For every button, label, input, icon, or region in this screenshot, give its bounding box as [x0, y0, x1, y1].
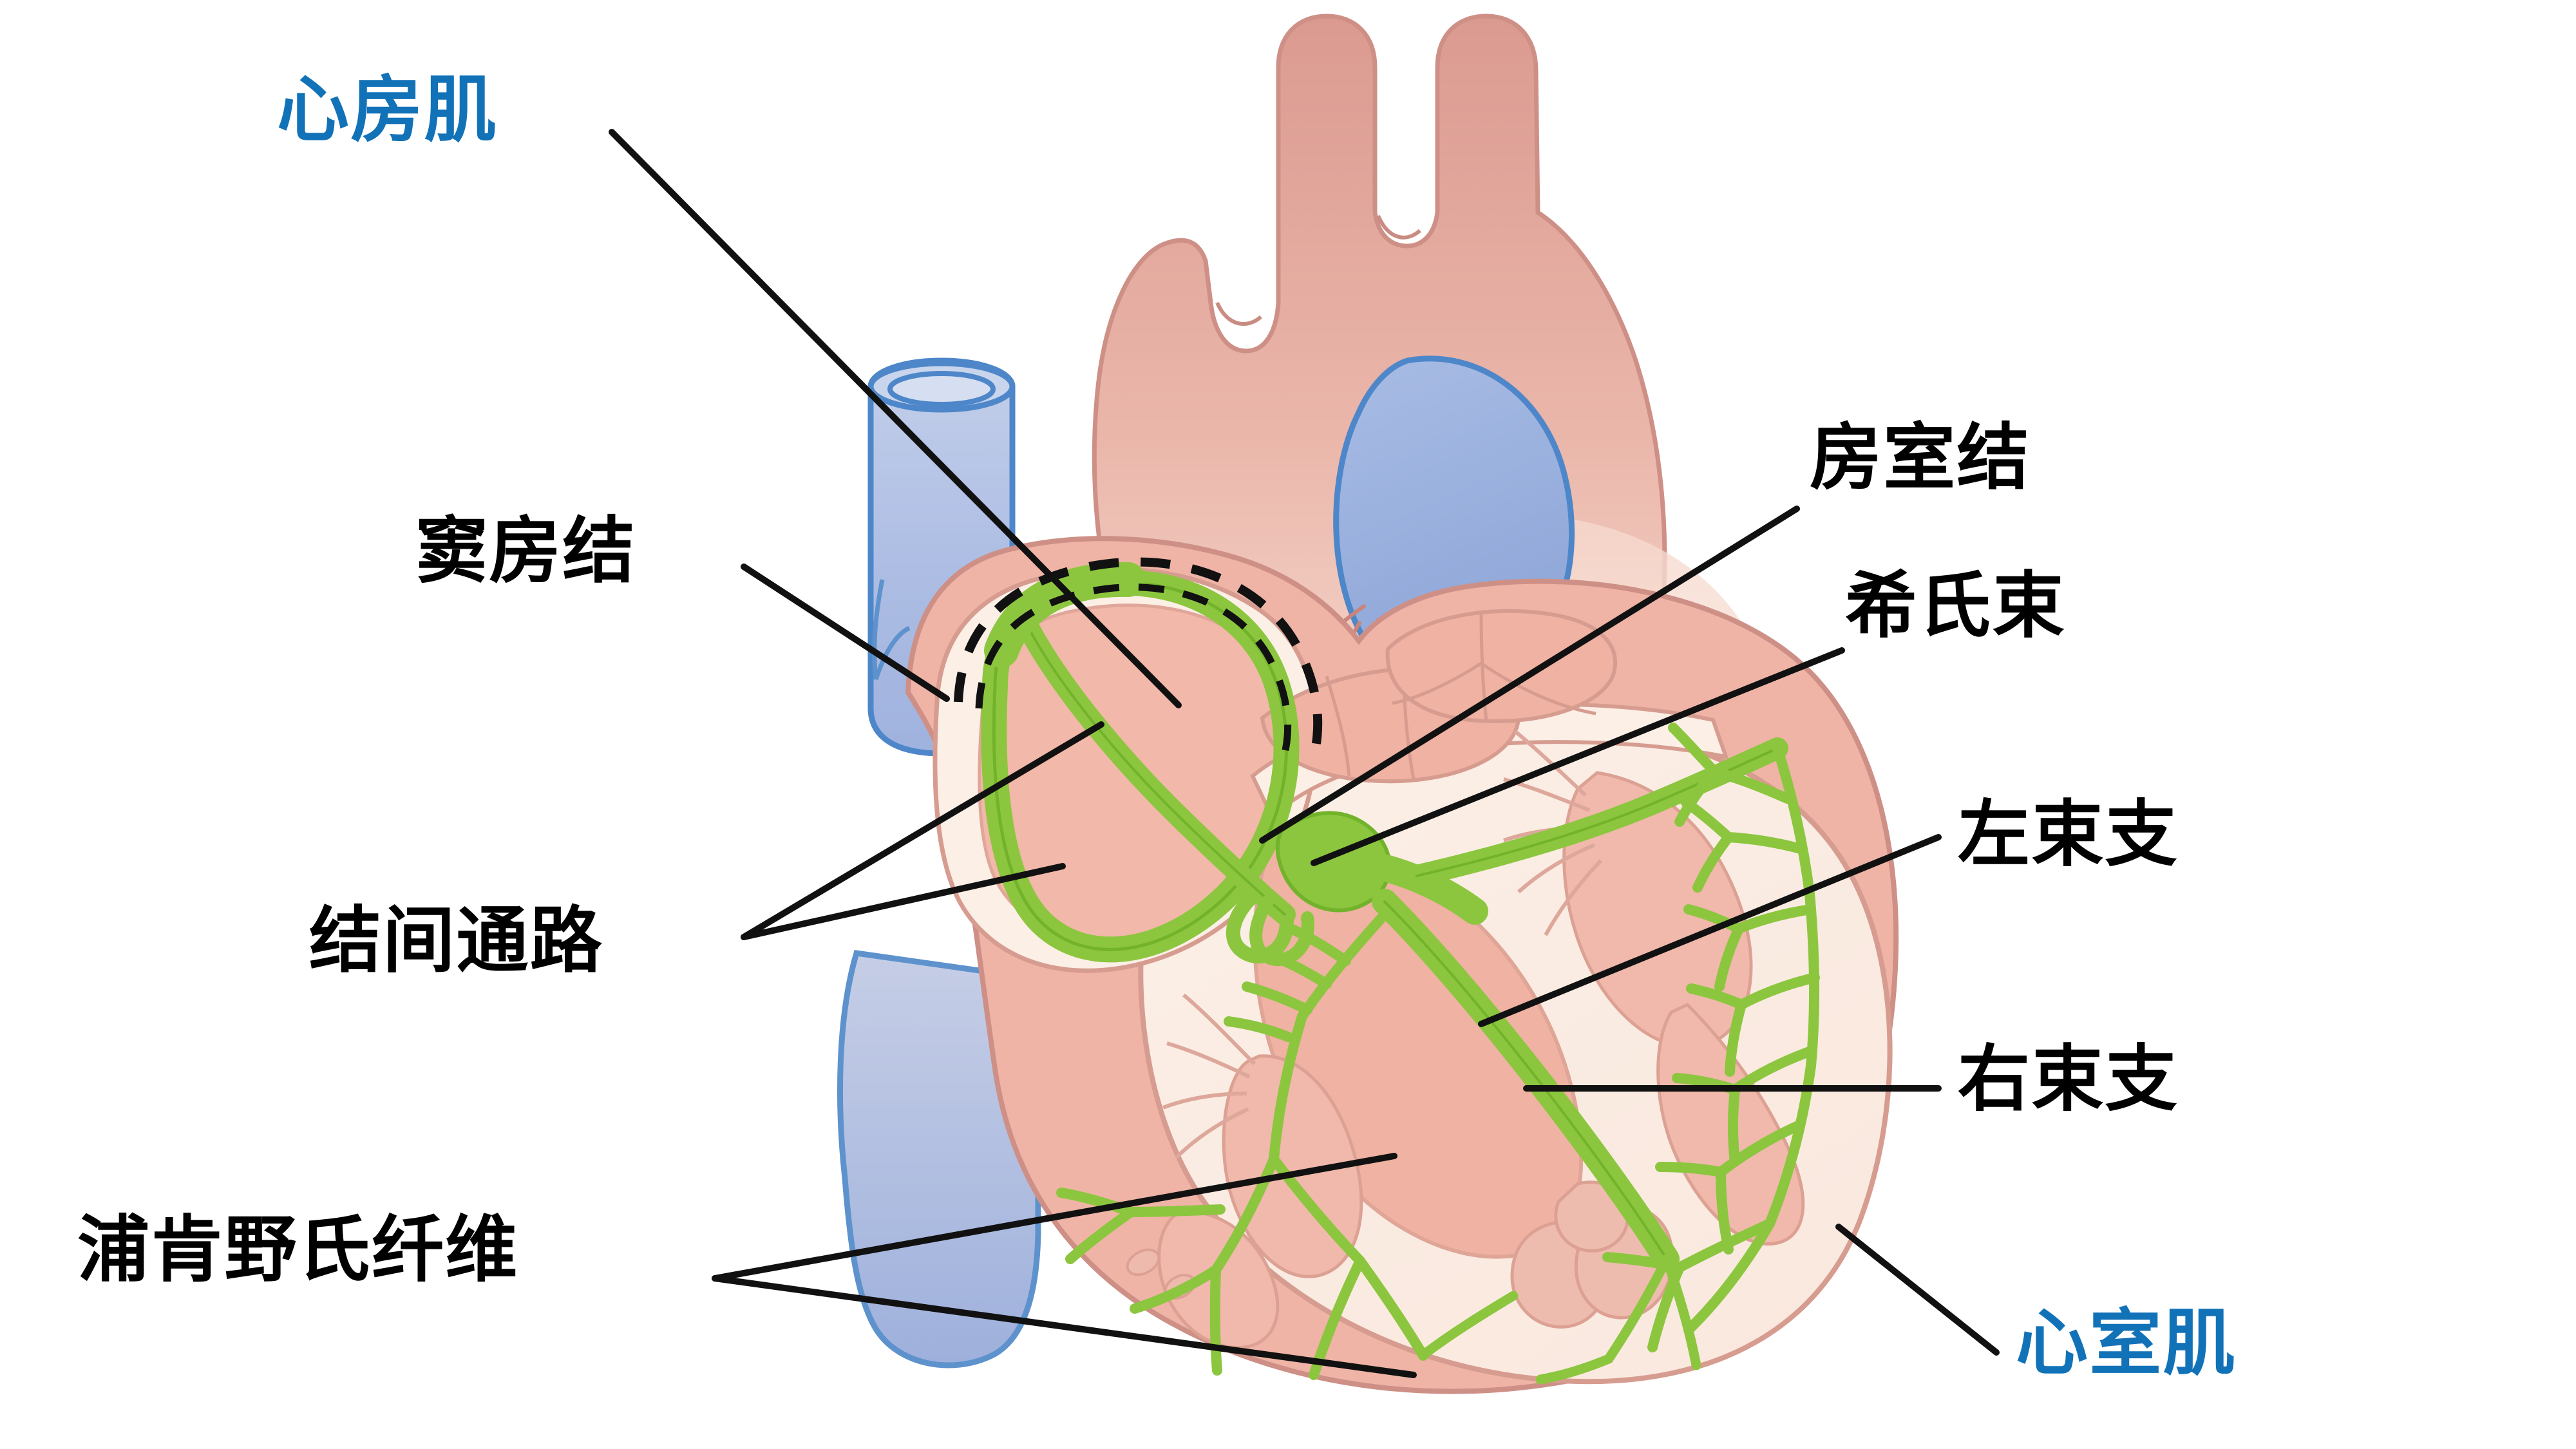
left-bundle-branch-edge [1416, 747, 1779, 877]
label-right-bundle-branch: 右束支 [1958, 1037, 2179, 1121]
leader-av-node [1259, 506, 1800, 844]
leader-line-group [609, 129, 2000, 1378]
leader-internodal-a [741, 721, 1104, 940]
av-junction-curls [1226, 891, 1294, 964]
label-bundle-of-his: 希氏束 [1845, 564, 2066, 648]
purkinje-apex-fan [1418, 1254, 1701, 1385]
right-bundle-branch-edge [1383, 900, 1668, 1260]
leader-purkinje-a [712, 1153, 1397, 1282]
purkinje-network-right [1056, 909, 1428, 1380]
leader-purkinje-b [712, 1275, 1417, 1378]
label-internodal-pathway: 结间通路 [309, 899, 603, 983]
label-atrial-muscle: 心房肌 [277, 68, 498, 152]
internodal-diagonal-edge [1024, 620, 1286, 916]
label-left-bundle-branch: 左束支 [1958, 793, 2179, 876]
purkinje-network-left [1602, 723, 1820, 1352]
sa-node-dashed-outline [954, 557, 1323, 758]
leader-sa-node [741, 564, 950, 702]
label-ventricular-muscle: 心室肌 [2016, 1302, 2237, 1385]
leader-left-bundle-branch [1478, 834, 1942, 1027]
leader-ventricular-muscle [1835, 1224, 2000, 1356]
leader-bundle-of-his [1311, 647, 1845, 866]
aortic-valve [1385, 609, 1618, 723]
label-av-node: 房室结 [1810, 416, 2031, 500]
sa-node-band [984, 562, 1146, 668]
inferior-vena-cava [837, 950, 1041, 1368]
leader-atrial-muscle [609, 129, 1182, 708]
leader-internodal-b [741, 863, 1066, 940]
label-purkinje-fibers: 浦肯野氏纤维 [77, 1208, 519, 1292]
label-sa-node: 窦房结 [415, 509, 636, 593]
conduction-system-group [981, 562, 1820, 1385]
